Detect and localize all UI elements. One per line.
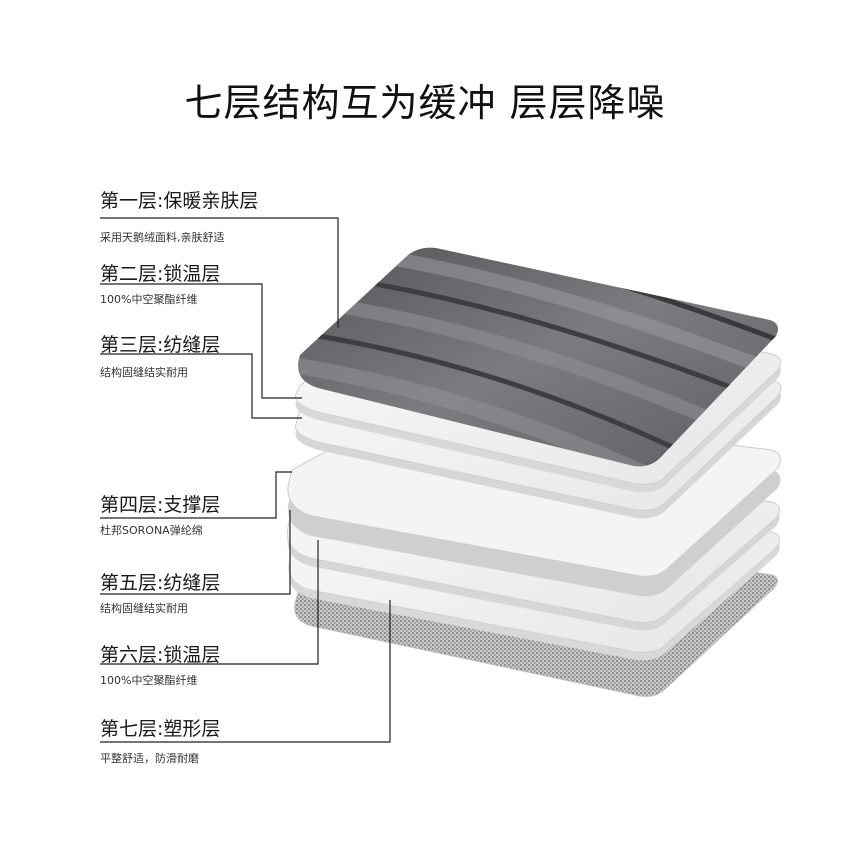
leader-line-3 [100, 353, 302, 419]
leader-line-6 [100, 540, 319, 665]
layer-3-desc: 结构固缝结实耐用 [100, 366, 188, 379]
leader-line-2 [100, 283, 302, 399]
leader-line-7 [100, 600, 391, 743]
layer-7-label: 第七层:塑形层 [100, 718, 221, 740]
leader-line-5 [100, 510, 291, 595]
layer-1-label: 第一层:保暖亲肤层 [100, 190, 259, 212]
layer-2-desc: 100%中空聚酯纤维 [100, 293, 198, 306]
page-title: 七层结构互为缓冲 层层降噪 [184, 81, 666, 125]
layer-4-label: 第四层:支撑层 [100, 494, 221, 516]
layer-5-desc: 结构固缝结实耐用 [100, 602, 188, 615]
layer-3-label: 第三层:纺缝层 [100, 334, 221, 356]
layer-5-label: 第五层:纺缝层 [100, 572, 221, 594]
leader-lines [100, 217, 391, 743]
leader-line-1 [100, 217, 339, 328]
layer-1-desc: 采用天鹅绒面料,亲肤舒适 [100, 231, 225, 244]
layer-6-label: 第六层:锁温层 [100, 644, 221, 666]
leader-line-4 [100, 471, 292, 519]
layer-1-velvet [298, 247, 778, 467]
layer-4-desc: 杜邦SORONA弹纶绵 [100, 524, 203, 537]
layer-2-label: 第二层:锁温层 [100, 263, 221, 285]
layer-7-desc: 平整舒适，防滑耐磨 [100, 752, 199, 765]
layer-6-desc: 100%中空聚酯纤维 [100, 674, 198, 687]
